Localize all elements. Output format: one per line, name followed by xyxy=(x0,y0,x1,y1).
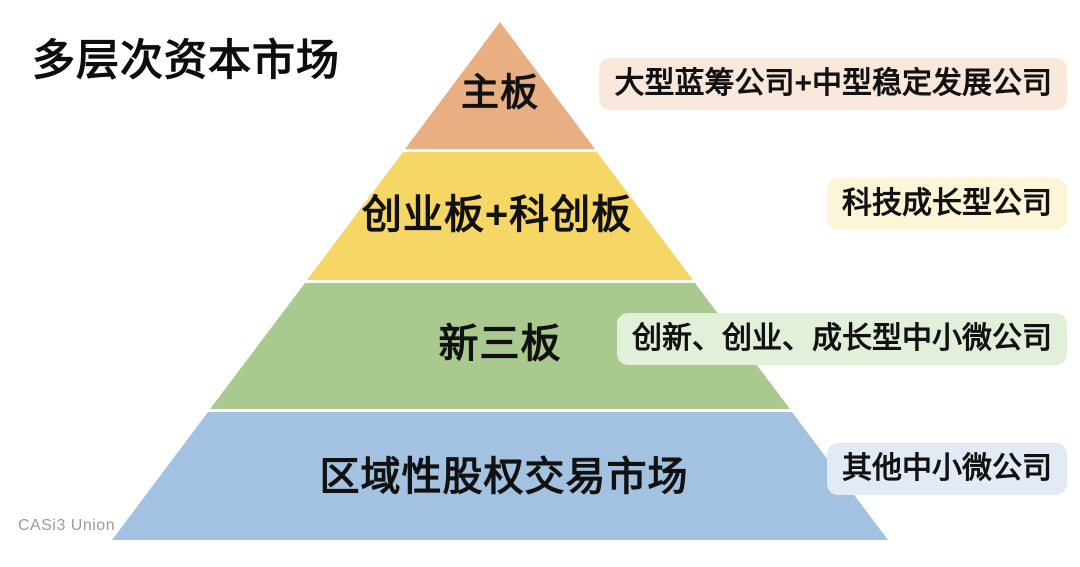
annotation-regional-equity: 其他中小微公司 xyxy=(827,443,1067,495)
annotation-chinext-star: 科技成长型公司 xyxy=(827,178,1067,230)
tier-chinext-star-label: 创业板+科创板 xyxy=(361,193,633,237)
tier-neeq-label: 新三板 xyxy=(438,322,562,366)
watermark: CASi3 Union xyxy=(18,517,116,534)
annotation-main-board: 大型蓝筹公司+中型稳定发展公司 xyxy=(599,58,1067,110)
page-title: 多层次资本市场 xyxy=(32,37,340,85)
tier-main-board-label: 主板 xyxy=(460,72,540,115)
tier-regional-equity-label: 区域性股权交易市场 xyxy=(319,455,689,499)
annotation-neeq: 创新、创业、成长型中小微公司 xyxy=(617,313,1067,365)
